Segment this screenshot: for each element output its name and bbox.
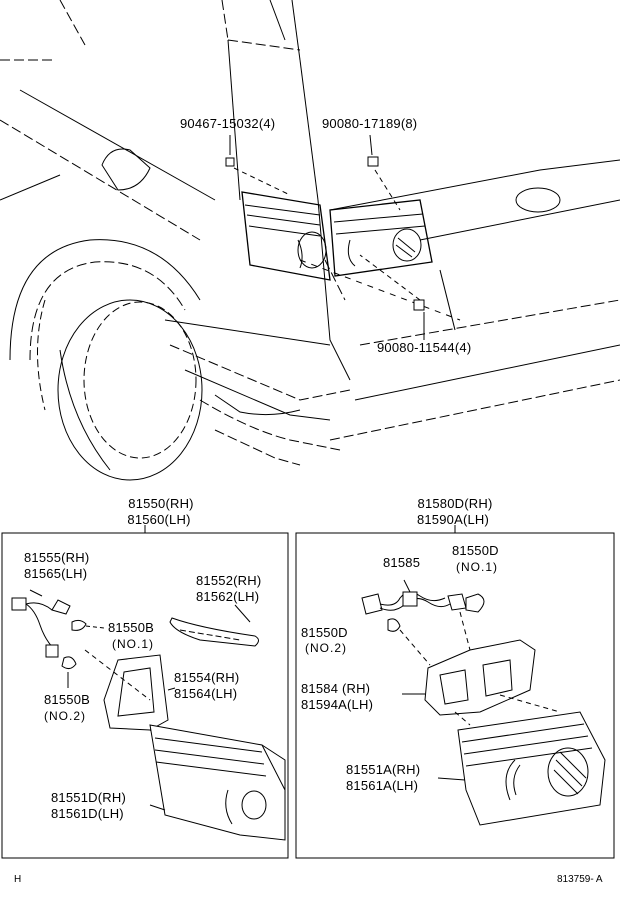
bulb-no2-tag-left: (NO.2): [44, 709, 86, 723]
gasket-label-rh-right: 81584 (RH): [301, 681, 371, 696]
footer-left-mark: H: [14, 874, 22, 885]
left-assembly-header-lh: 81560(LH): [127, 512, 191, 527]
bulb-no2-code-right: 81550D: [301, 625, 348, 640]
socket-label-lh: 81565(LH): [24, 566, 88, 581]
illustration-reference-code: 813759- A: [557, 874, 603, 885]
bulb-no1-code-right: 81550D: [452, 543, 499, 558]
gasket-label-rh-left: 81554(RH): [174, 670, 240, 685]
right-assembly-header-rh: 81580D(RH): [417, 496, 493, 511]
left-assembly-box: [1, 525, 289, 859]
wire-harness-label: 81585: [383, 555, 421, 570]
vehicle-rear-illustration: [0, 0, 620, 481]
left-assembly-header-rh: 81550(RH): [128, 496, 194, 511]
bulb-no1-tag-left: (NO.1): [112, 637, 154, 651]
bulb-no1-tag-right: (NO.1): [456, 560, 498, 574]
right-assembly-header-lh: 81590A(LH): [416, 512, 490, 527]
gasket-label-lh-right: 81594A(LH): [301, 697, 374, 712]
socket-label-rh: 81555(RH): [24, 550, 90, 565]
lens-label-rh-right: 81551A(RH): [346, 762, 421, 777]
fastener-callout-lower: 90080-11544(4): [377, 340, 472, 355]
gasket-label-lh-left: 81564(LH): [174, 686, 238, 701]
fastener-callout-left: 90467-15032(4): [180, 116, 276, 131]
bulb-no2-code-left: 81550B: [44, 692, 91, 707]
fastener-callout-right: 90080-17189(8): [322, 116, 418, 131]
lens-label-lh-right: 81561A(LH): [346, 778, 419, 793]
strip-label-lh: 81562(LH): [196, 589, 260, 604]
strip-label-rh: 81552(RH): [196, 573, 262, 588]
lens-label-lh-left: 81561D(LH): [51, 806, 124, 821]
lens-label-rh-left: 81551D(RH): [51, 790, 126, 805]
right-assembly-box: [295, 525, 615, 859]
bulb-no2-tag-right: (NO.2): [305, 641, 347, 655]
bulb-no1-code-left: 81550B: [108, 620, 155, 635]
